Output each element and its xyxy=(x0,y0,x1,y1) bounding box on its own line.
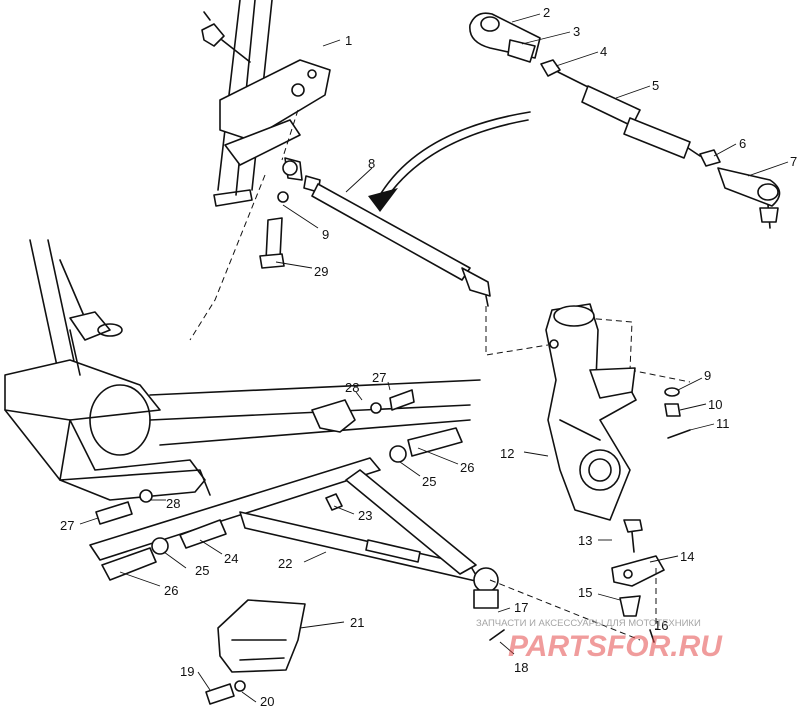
part-label: 16 xyxy=(654,618,668,633)
part-label: 17 xyxy=(514,600,528,615)
part-label: 2 xyxy=(543,5,550,20)
part-label: 28 xyxy=(345,380,359,395)
part-label: 18 xyxy=(514,660,528,675)
part-label: 27 xyxy=(372,370,386,385)
part-label: 28 xyxy=(166,496,180,511)
part-label: 12 xyxy=(500,446,514,461)
watermark: ЗАПЧАСТИ И АКСЕССУАРЫ ДЛЯ МОТОТЕХНИКИ PA… xyxy=(476,618,723,663)
part-label: 10 xyxy=(708,397,722,412)
install-direction-arrow xyxy=(368,111,531,212)
part-label: 22 xyxy=(278,556,292,571)
part-label: 26 xyxy=(460,460,474,475)
part-label: 14 xyxy=(680,549,694,564)
tie-rod-assembly-upper xyxy=(469,12,781,229)
a-arm xyxy=(89,389,499,609)
part-label: 7 xyxy=(790,154,797,169)
frame xyxy=(4,239,481,501)
part-label: 9 xyxy=(704,368,711,383)
part-label: 20 xyxy=(260,694,274,709)
watermark-brand: PARTSFOR.RU xyxy=(508,630,723,663)
spindle xyxy=(545,303,691,521)
part-label: 5 xyxy=(652,78,659,93)
part-label: 3 xyxy=(573,24,580,39)
part-label: 13 xyxy=(578,533,592,548)
assembly-line-b xyxy=(485,306,691,383)
part-label: 25 xyxy=(422,474,436,489)
part-label: 23 xyxy=(358,508,372,523)
part-label: 6 xyxy=(739,136,746,151)
part-label: 26 xyxy=(164,583,178,598)
steering-post xyxy=(201,0,331,207)
part-label: 9 xyxy=(322,227,329,242)
leader-lines xyxy=(79,13,789,703)
lower-hardware xyxy=(205,519,665,705)
part-label: 19 xyxy=(180,664,194,679)
part-label: 24 xyxy=(224,551,238,566)
part-label: 27 xyxy=(60,518,74,533)
part-label: 4 xyxy=(600,44,607,59)
part-label: 25 xyxy=(195,563,209,578)
part-number-labels: 1 2 3 4 5 6 7 8 9 29 9 10 11 12 28 27 26… xyxy=(60,5,797,709)
part-label: 29 xyxy=(314,264,328,279)
part-label: 1 xyxy=(345,33,352,48)
assembly-line-a xyxy=(189,109,299,341)
watermark-tagline: ЗАПЧАСТИ И АКСЕССУАРЫ ДЛЯ МОТОТЕХНИКИ xyxy=(476,618,701,629)
part-label: 15 xyxy=(578,585,592,600)
tie-rod xyxy=(259,157,491,307)
part-label: 11 xyxy=(716,416,730,431)
part-label: 21 xyxy=(350,615,364,630)
part-label: 8 xyxy=(368,156,375,171)
